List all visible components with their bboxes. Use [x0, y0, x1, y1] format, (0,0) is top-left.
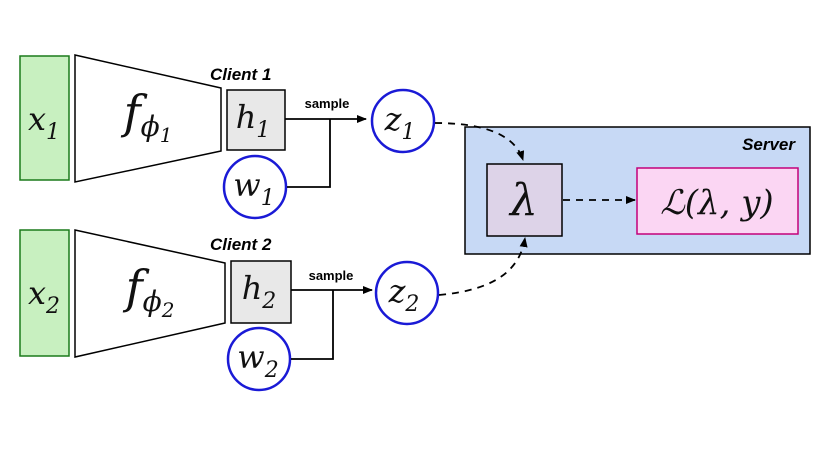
- latent-label-2: z2: [388, 272, 420, 317]
- weight-connector-1: [287, 119, 331, 188]
- latent-label-1: z1: [384, 100, 416, 145]
- client-title-2: Client 2: [210, 235, 272, 254]
- hidden-box-2: [230, 260, 292, 324]
- hidden-label-1: h1: [236, 98, 271, 143]
- lambda-symbol: λ: [508, 175, 538, 226]
- sample-label-2: sample: [309, 268, 354, 283]
- hidden-label-2: h2: [242, 269, 277, 314]
- input-box-1: [19, 55, 70, 181]
- server-title: Server: [742, 135, 796, 154]
- client-2: x2 fϕ2 Client 2 h2 w2 sample z2: [19, 229, 440, 392]
- client-1: x1 fϕ1 Client 1 h1 w1 sample z1: [19, 54, 436, 220]
- weight-circle-1: [222, 154, 288, 220]
- encoder-label-1: fϕ1: [121, 85, 173, 147]
- lambda-box: [486, 163, 563, 237]
- weight-label-2: w2: [237, 338, 278, 383]
- latent1-to-lambda-arrow: [434, 122, 525, 161]
- loss-box: [636, 167, 799, 235]
- input-box-2: [19, 229, 70, 357]
- weight-circle-2: [226, 326, 292, 392]
- hidden-box-1: [226, 89, 286, 151]
- sample-label-1: sample: [305, 96, 350, 111]
- input-label-2: x2: [28, 274, 60, 319]
- weight-connector-2: [291, 290, 334, 360]
- input-label-1: x1: [28, 100, 60, 145]
- latent2-to-lambda-arrow: [438, 237, 528, 296]
- loss-function: ℒ(λ, y): [660, 183, 773, 223]
- encoder-1: [74, 54, 222, 183]
- client-title-1: Client 1: [210, 65, 271, 84]
- encoder-2: [74, 229, 226, 358]
- latent-circle-1: [370, 88, 436, 154]
- latent-circle-2: [374, 260, 440, 326]
- weight-label-1: w1: [233, 166, 274, 211]
